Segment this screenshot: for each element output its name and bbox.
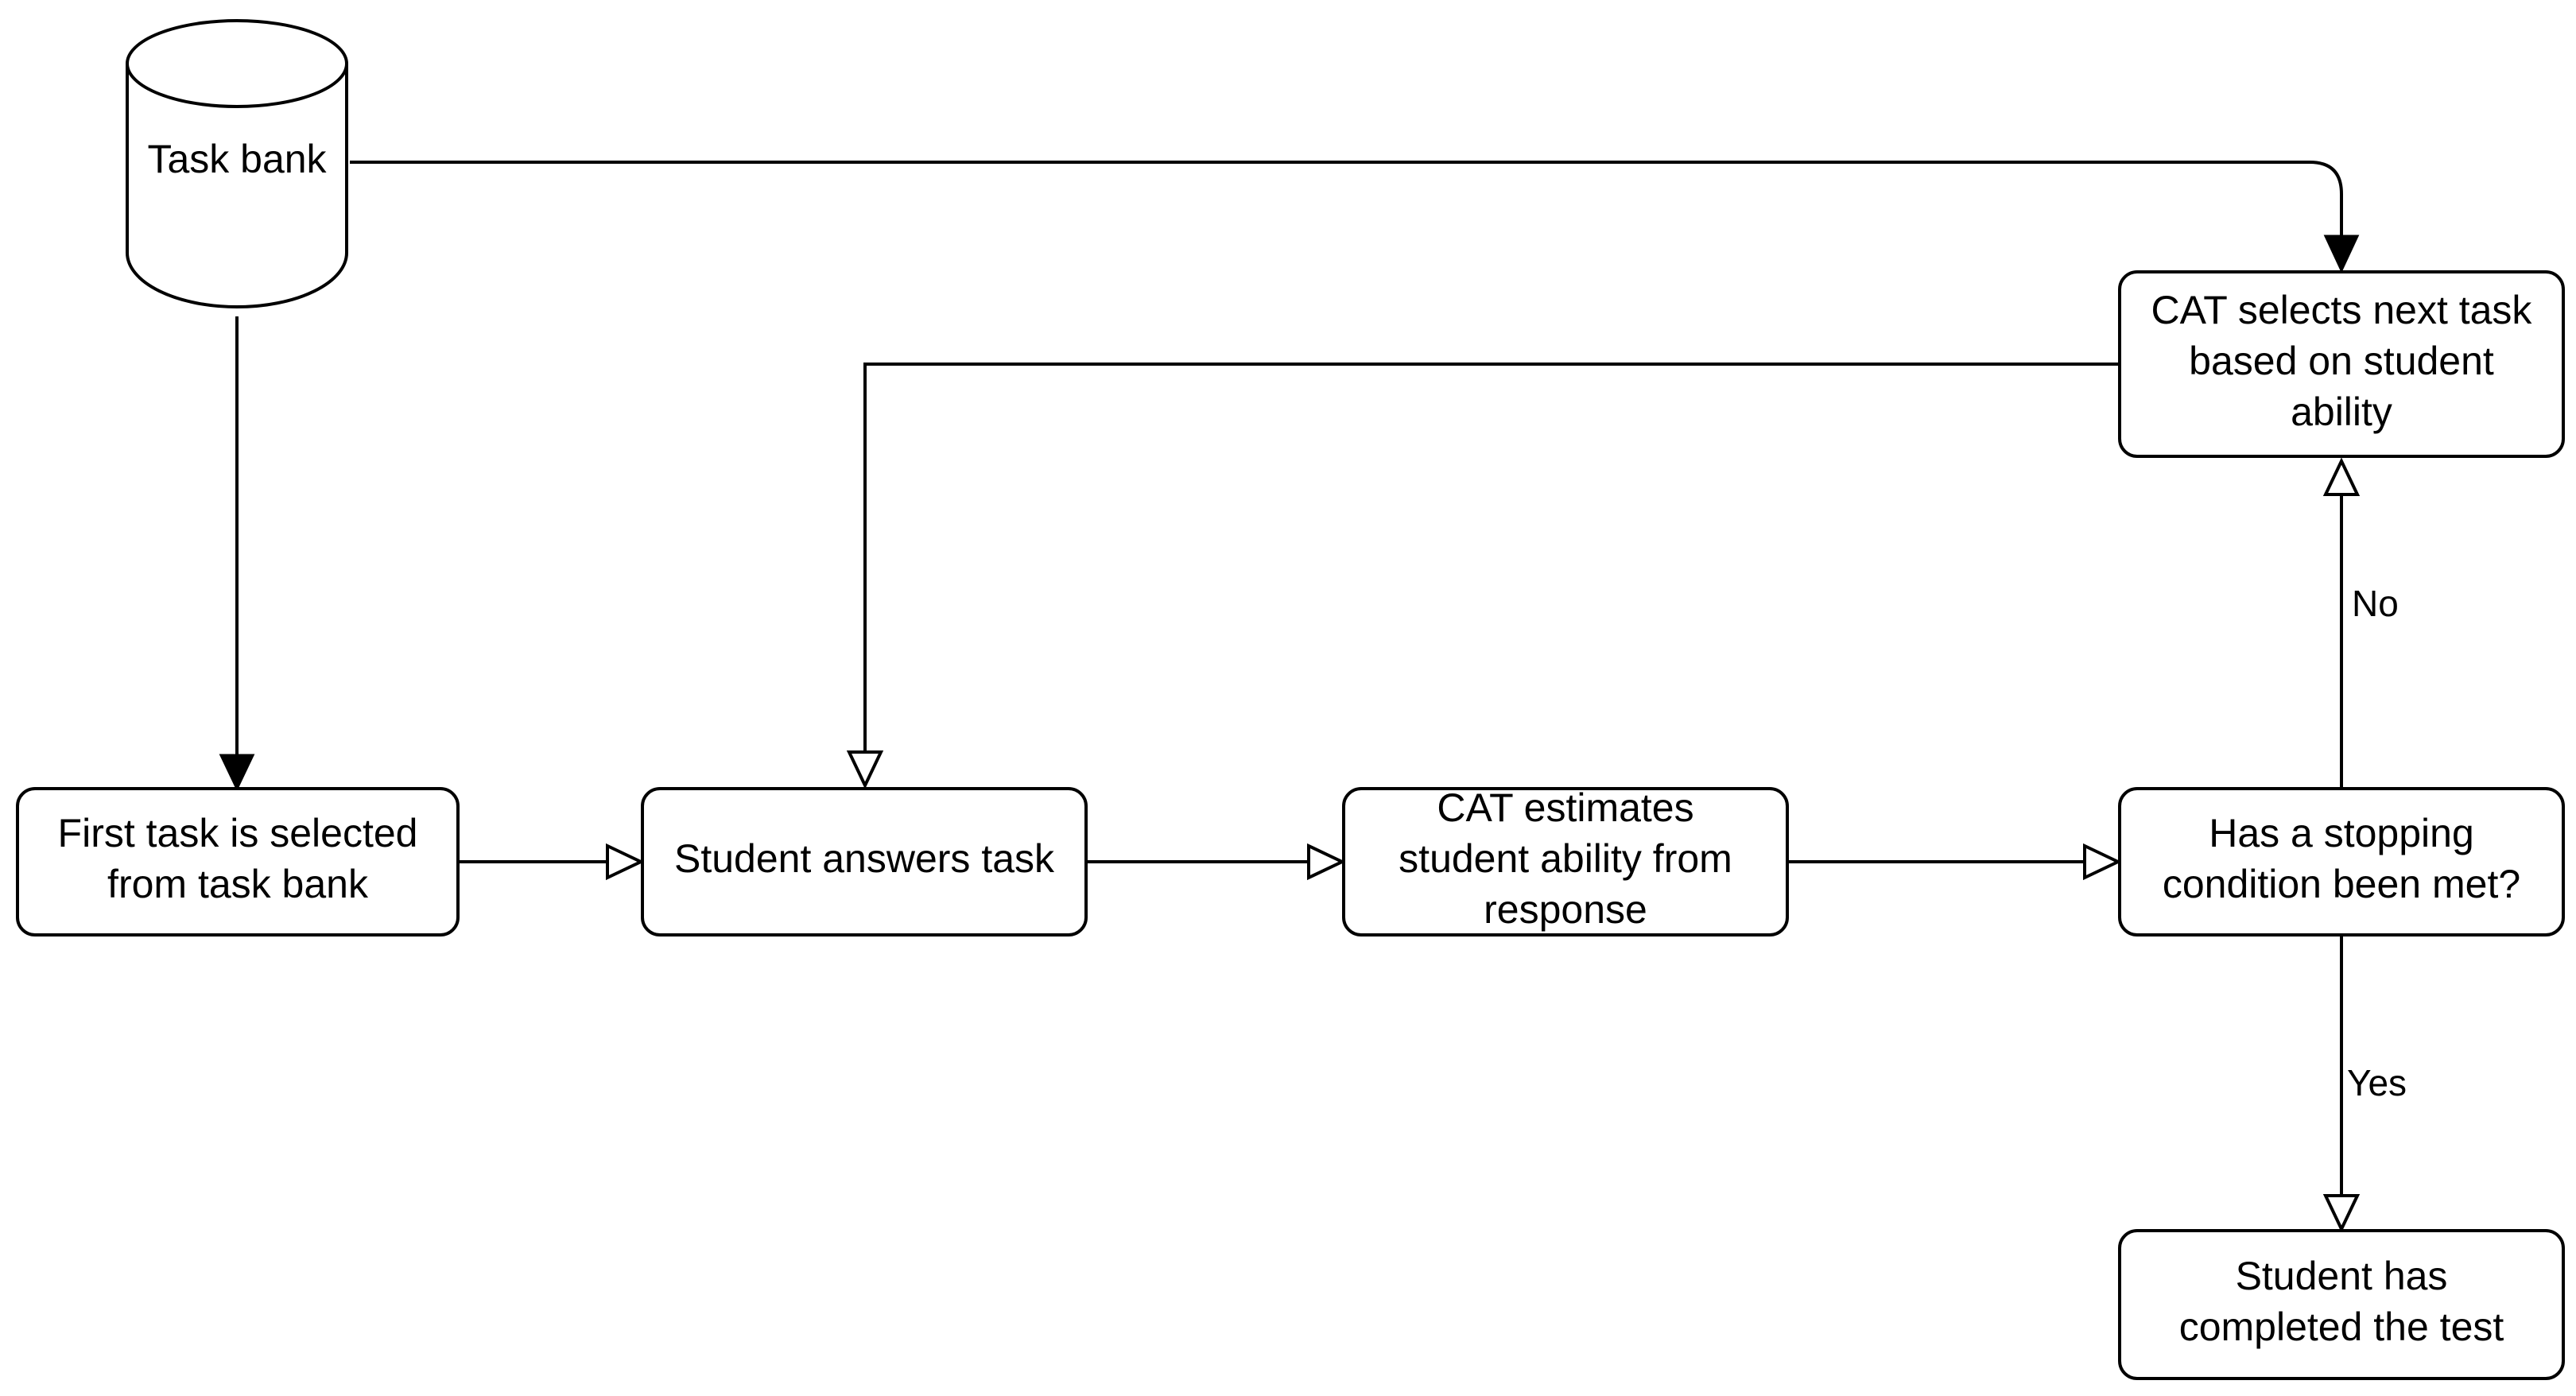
edge-label-no: No [2352,583,2399,624]
task-bank-node: Task bank [126,19,348,308]
label-line: based on student [2189,339,2494,383]
label-line: Student has [2236,1254,2448,1298]
arrowhead-open-icon [846,750,884,789]
edge-label-yes: Yes [2347,1062,2407,1103]
database-cylinder-icon [126,64,348,308]
connectors [219,161,2361,1233]
cat-estimates-label: CAT estimates student ability from respons… [1399,785,1732,932]
task-bank-label: Task bank [147,137,327,181]
cat-selects-node: CAT selects next task based on student abi… [2118,270,2565,458]
arrowhead-open-icon [2083,843,2122,881]
label-line: from task bank [107,862,369,906]
label-line: Task bank [147,137,327,181]
label-line: completed the test [2179,1305,2504,1349]
arrowhead-open-icon [2322,1194,2361,1233]
label-line: First task is selected [58,811,418,855]
edge-cat-selects-to-student-answers [863,363,2120,752]
stopping-condition-box [2118,787,2565,936]
first-task-label: First task is selected from task bank [58,811,418,906]
arrowhead-open-icon [606,843,645,881]
first-task-box [16,787,460,936]
label-line: Has a stopping [2209,811,2474,855]
completed-label: Student has completed the test [2179,1254,2504,1349]
stopping-condition-node: Has a stopping condition been met? [2118,787,2565,936]
edge-taskbank-to-cat-selects [350,161,2343,238]
completed-node: Student has completed the test [2118,1229,2565,1380]
cat-selects-label: CAT selects next task based on student abi… [2151,288,2533,434]
label-line: condition been met? [2163,862,2520,906]
database-cylinder-top [126,19,348,108]
arrowhead-open-icon [2322,457,2361,496]
label-line: response [1484,887,1647,932]
student-answers-label: Student answers task [674,836,1055,881]
cat-selects-box [2118,270,2565,458]
student-answers-node: Student answers task [641,787,1088,936]
completed-box [2118,1229,2565,1380]
first-task-node: First task is selected from task bank [16,787,460,936]
arrowhead-solid-icon [2323,235,2360,273]
label-line: CAT estimates [1437,785,1693,830]
label-line: student ability from [1399,836,1732,881]
label-line: ability [2291,390,2392,434]
cat-estimates-node: CAT estimates student ability from respons… [1342,785,1789,936]
arrowhead-solid-icon [219,754,255,792]
stopping-condition-label: Has a stopping condition been met? [2163,811,2520,906]
student-answers-box [641,787,1088,936]
arrowhead-open-icon [1307,843,1346,881]
label-line: Student answers task [674,836,1055,881]
cat-estimates-box [1342,787,1789,936]
label-line: CAT selects next task [2151,288,2533,332]
